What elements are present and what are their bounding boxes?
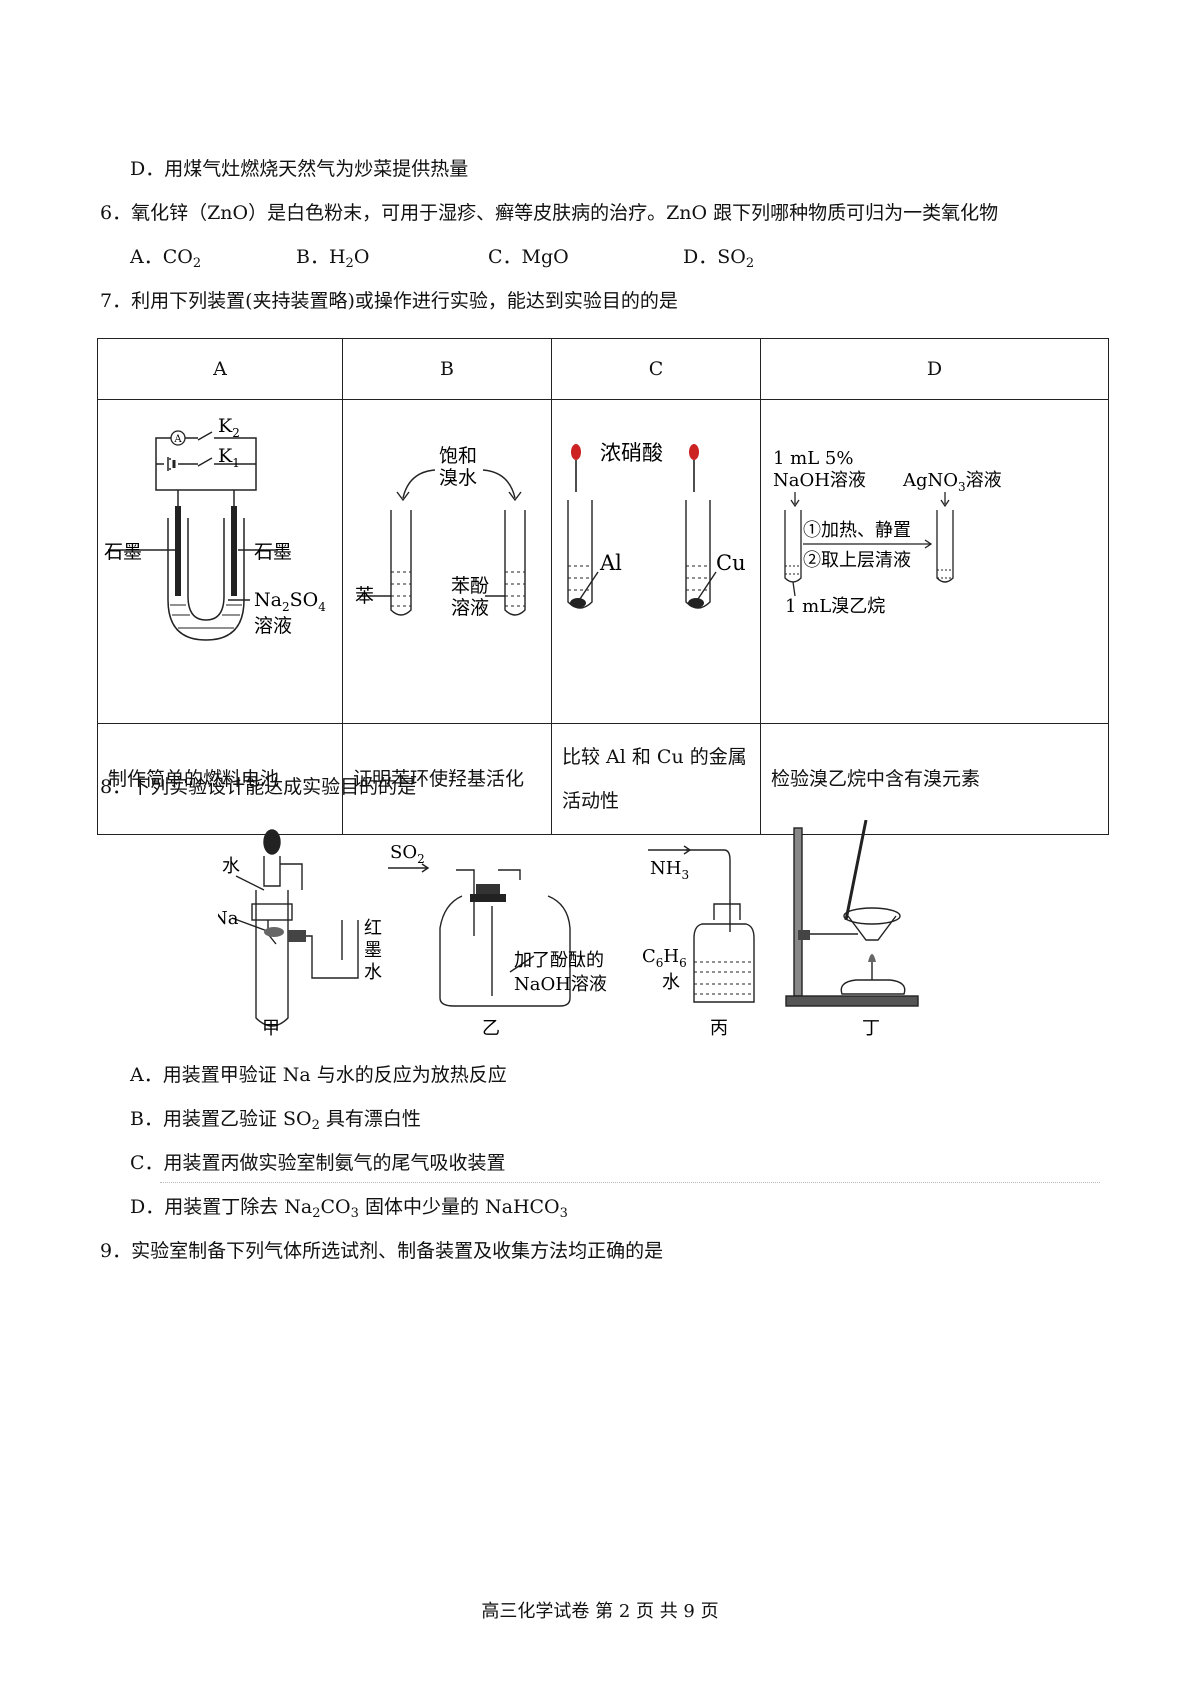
phenolphthalein-label-2: NaOH溶液 [514,974,607,995]
divider [160,1182,1100,1183]
phenolphthalein-label-1: 加了酚酞的 [514,950,604,971]
q6-stem: 6．氧化锌（ZnO）是白色粉末，可用于湿疹、癣等皮肤病的治疗。ZnO 跟下列哪种… [100,202,999,224]
q7-stem: 7．利用下列装置(夹持装置略)或操作进行实验，能达到实验目的的是 [100,290,678,312]
label-bing: 丙 [710,1018,728,1039]
q7-caption-c: 比较 Al 和 Cu 的金属活动性 [551,723,761,835]
label-yi: 乙 [482,1018,500,1039]
naoh-amount-label: 1 mL 5% [773,448,853,469]
cu-label: Cu [716,551,746,575]
label-ding: 丁 [862,1018,880,1039]
nh3-label: NH3 [650,858,689,882]
q7-caption-b: 证明苯环使羟基活化 [342,723,552,835]
q6-option-d: D．SO2 [683,246,755,271]
phenol-label-2: 溶液 [451,597,489,619]
q6-option-a: A．CO2 [130,246,202,271]
q5-option-d: D．用煤气灶燃烧天然气为炒菜提供热量 [130,158,469,180]
naoh-solution-label: NaOH溶液 [773,470,866,491]
al-label: Al [599,551,622,575]
bromine-water-label-1: 饱和 [439,445,477,467]
q8-stem: 8．下列实验设计能达成实验目的的是 [100,776,417,798]
q7-header-b: B [342,338,552,400]
phenol-label-1: 苯酚 [451,575,489,597]
graphite-right-label: 石墨 [254,541,292,563]
nitric-acid-label: 浓硝酸 [600,441,663,465]
q7-caption-d: 检验溴乙烷中含有溴元素 [760,723,1109,835]
q9-stem: 9．实验室制备下列气体所选试剂、制备装置及收集方法均正确的是 [100,1240,664,1262]
sodium-label: Na [218,908,239,929]
page-footer: 高三化学试卷 第 2 页 共 9 页 [481,1601,719,1622]
svg-text:K2: K2 [218,415,240,440]
step-2-label: ②取上层清液 [803,550,911,571]
q8-option-a: A．用装置甲验证 Na 与水的反应为放热反应 [130,1064,507,1086]
water-label-2: 水 [662,972,680,993]
label-jia: 甲 [262,1018,280,1039]
q7-caption-a: 制作简单的燃料电池 [97,723,343,835]
q7-figure-d: 1 mL 5% NaOH溶液 AgNO3溶液 ①加热、静置 ②取上层清液 [760,399,1109,724]
bromine-water-label-2: 溴水 [439,467,477,489]
benzene-label: 苯 [355,585,374,607]
ammeter-label: A [173,434,182,445]
water-label: 水 [222,856,240,877]
q8-apparatus-figure: 水 Na 红 墨 水 甲 SO2 加了酚酞的 NaOH溶液 乙 NH3 C6H6… [218,820,919,1039]
q7-header-c: C [551,338,761,400]
svg-text:墨: 墨 [364,940,382,961]
so2-label: SO2 [390,842,425,866]
q7-table: A B C D [97,338,1109,835]
q7-figure-a: A K2 K1 石墨 石墨 Na2SO4 溶液 [97,399,343,724]
q7-figure-c: 浓硝酸 Al Cu [551,399,761,724]
bromoethane-label: 1 mL溴乙烷 [785,596,885,617]
svg-text:红: 红 [364,918,382,939]
q6-option-c: C．MgO [488,246,569,268]
q7-header-d: D [760,338,1109,400]
agno3-label: AgNO3溶液 [902,470,1002,494]
svg-text:水: 水 [364,962,382,983]
q7-header-a: A [97,338,343,400]
q6-option-b: B．H2O [296,246,370,271]
q8-option-c: C．用装置丙做实验室制氨气的尾气吸收装置 [130,1152,506,1174]
q7-figure-b: 饱和 溴水 苯 苯酚 溶液 [342,399,552,724]
q8-option-b: B．用装置乙验证 SO2 具有漂白性 [130,1108,421,1133]
na2so4-label: Na2SO4 [254,589,326,614]
graphite-left-label: 石墨 [104,541,142,563]
svg-text:K1: K1 [218,445,240,470]
q8-option-d: D．用装置丁除去 Na2CO3 固体中少量的 NaHCO3 [130,1196,568,1221]
step-1-label: ①加热、静置 [803,520,911,541]
solution-label: 溶液 [254,615,292,637]
benzene-formula-label: C6H6 [642,946,687,970]
